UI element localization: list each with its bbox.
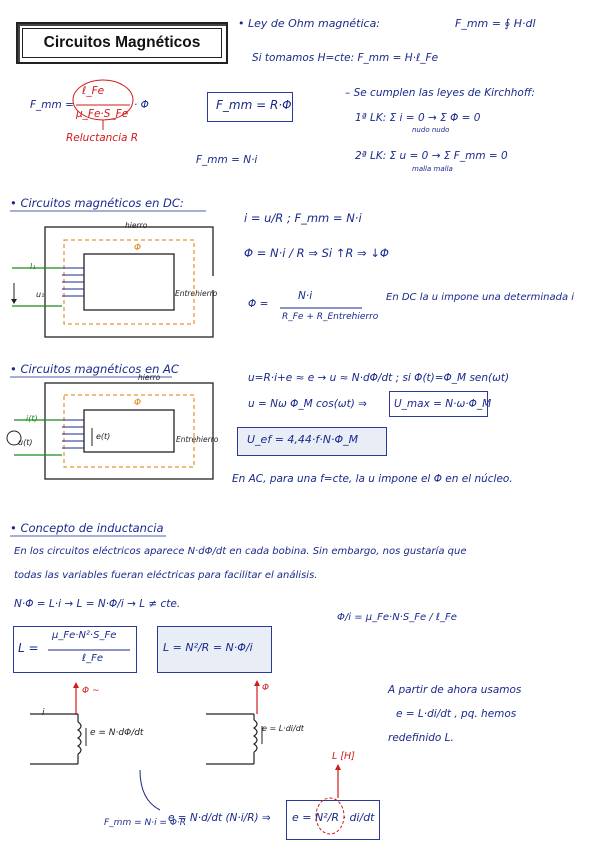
kirchhoff-law-2: 2ª LK: Σ u = 0 → Σ F_mm = 0 [355,150,508,162]
ac-winding [62,419,84,449]
inductance-para-1: En los circuitos eléctricos aparece N·dΦ… [14,546,467,557]
fmm-left: F_mm = [30,99,74,111]
umax-box [389,391,488,417]
ac-current-label: i(t) [26,414,38,423]
ac-eq-2: u = Nω Φ_M cos(ωt) ⇒ [248,398,367,410]
dc-core-label: hierro [125,221,148,230]
dc-winding [62,267,84,297]
bottom-box-eq: e = N²/R · di/dt [292,811,375,824]
reluctance-label: Reluctancia R [66,132,139,144]
phi-factor: · Φ [134,99,149,111]
fmm-box-eq: F_mm = R·Φ [216,98,292,112]
ohm-law-title: • Ley de Ohm magnética: [238,17,381,30]
kirchhoff-law-1-sub: nudo nudo [412,126,450,134]
inductance-para-2: todas las variables fueran eléctricas pa… [14,570,318,581]
bottom-eq: e = N·d/dt (N·i/R) ⇒ [168,812,271,824]
ac-flux-label: Φ [134,398,142,408]
inductance-box-2 [157,626,272,673]
kirchhoff-title: – Se cumplen las leyes de Kirchhoff: [345,87,535,99]
ac-core-inner [83,409,175,453]
umax-eq: U_max = N·ω·Φ_M [394,398,492,410]
ac-source [6,430,22,446]
ac-note: En AC, para una f=cte, la u impone el Φ … [232,473,513,485]
from-now-1: A partir de ahora usamos [388,684,522,696]
ac-emf-label: e(t) [96,432,111,441]
inductance-pointer-head [335,764,341,770]
bottom-box [286,800,380,840]
inductance-unit-label: L [H] [332,751,355,762]
kirchhoff-law-1: 1ª LK: Σ i = 0 → Σ Φ = 0 [355,112,481,124]
from-now-2: e = L·di/dt , pq. hemos [396,708,517,720]
dc-voltage-arrowhead [11,299,17,304]
uef-box [237,427,387,456]
inductance-box-1-num: μ_Fe·N²·S_Fe [52,630,117,641]
coil-1-label: e = N·dΦ/dt [90,728,144,738]
inductance-box-1-left: L = [18,641,39,655]
ohm-law-eq: F_mm = ∮ H·dl [455,17,536,30]
h-constant-eq: Si tomamos H=cte: F_mm = H·ℓ_Fe [252,52,439,64]
dc-core-inner [83,253,175,311]
n2-over-r-ellipse [315,797,345,835]
page-title: Circuitos Magnéticos [22,28,222,58]
ac-core-outer [44,382,214,480]
reluctance-num: ℓ_Fe [82,85,105,97]
dc-eq-3-left: Φ = [248,298,269,310]
inductance-ratio: Φ/i = μ_Fe·N·S_Fe / ℓ_Fe [337,612,457,623]
inductance-box-2-eq: L = N²/R = N·Φ/i [163,641,253,654]
dc-eq-3-num: N·i [298,290,313,302]
ac-gap-label: Entrehierro [176,435,219,444]
inductance-box-1 [13,626,137,673]
coil-2-diagram [206,680,263,765]
dc-heading: • Circuitos magnéticos en DC: [10,196,184,210]
ac-core-label: hierro [138,373,161,382]
dc-note: En DC la u impone una determinada i [386,292,575,303]
dc-flux-label: Φ [134,243,142,253]
coil-2-label: e = L·di/dt [262,724,304,733]
dc-eq-3-den: R_Fe + R_Entrehierro [282,312,379,322]
derivation-arrow [139,769,161,811]
inductance-heading: • Concepto de inductancia [10,521,164,535]
coil-1-diagram [30,682,87,765]
inductance-eq-1: N·Φ = L·i → L = N·Φ/i → L ≠ cte. [14,598,181,610]
dc-core-diagram [11,226,215,338]
bottom-fmm: F_mm = N·i = Φ·R [104,818,187,828]
from-now-3: redefinido L. [388,732,454,744]
ac-core-diagram [6,382,214,480]
ac-heading: • Circuitos magnéticos en AC [10,362,179,376]
reluctance-ellipse [72,79,134,121]
fmm-ni: F_mm = N·i [196,154,258,166]
coil-1-flux: Φ ~ [82,686,100,696]
dc-voltage-label: u₁ [36,290,45,299]
uef-eq: U_ef = 4,44·f·N·Φ_M [247,433,359,446]
ac-eq-1: u=R·i+e ≈ e → u ≈ N·dΦ/dt ; si Φ(t)=Φ_M … [248,372,510,384]
kirchhoff-law-2-sub: malla malla [412,165,453,173]
reluctance-den: μ_Fe·S_Fe [76,108,129,120]
fmm-box [207,92,293,122]
coil-1-current: i [42,708,45,718]
coil-2-flux: Φ [262,683,270,693]
inductance-box-1-den: ℓ_Fe [82,653,104,664]
title-box: Circuitos Magnéticos [16,22,228,64]
ac-flux-path [63,394,195,468]
dc-gap-label: Entrehierro [175,289,218,298]
dc-eq-2: Φ = N·i / R ⇒ Si ↑R ⇒ ↓Φ [244,246,389,260]
ac-voltage-label: u(t) [18,438,33,447]
dc-eq-1: i = u/R ; F_mm = N·i [244,211,362,225]
dc-current-label: I₁ [30,262,36,271]
